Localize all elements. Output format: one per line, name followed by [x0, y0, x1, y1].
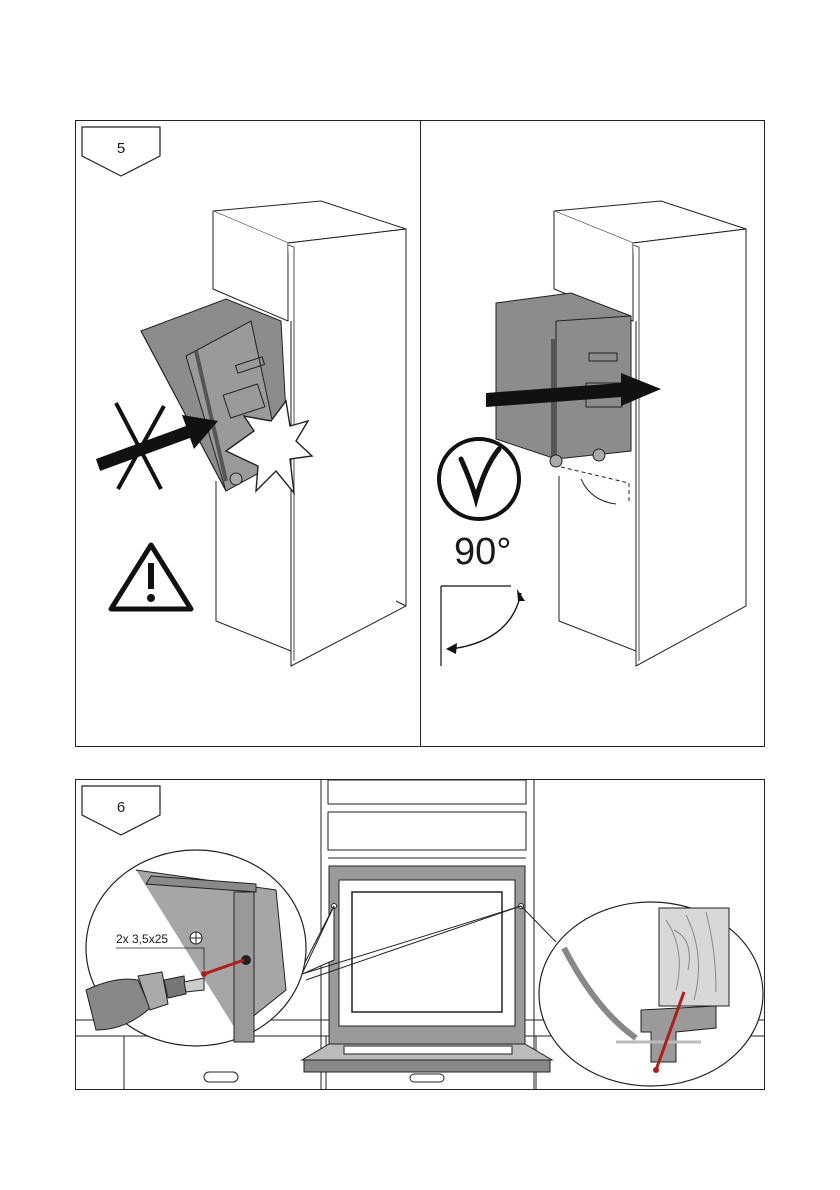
- left-detail-callout: [86, 850, 306, 1046]
- correct-installation-illustration: [421, 121, 765, 746]
- screw-spec-label: 2x 3,5x25: [116, 932, 168, 946]
- screw-fixing-illustration: [76, 780, 764, 1089]
- wrong-installation-illustration: [76, 121, 420, 746]
- angle-90-icon: [441, 586, 525, 666]
- step-badge: 6: [81, 785, 161, 837]
- phillips-head-icon: [190, 932, 202, 944]
- step-6-panel: 6 2x 3,5x25: [75, 779, 765, 1090]
- warning-icon: [111, 545, 191, 609]
- checkmark-icon: [439, 439, 519, 519]
- angle-label: 90°: [454, 531, 511, 574]
- right-detail-callout: [539, 902, 763, 1086]
- step-5-panel: 5: [75, 120, 765, 747]
- step-number: 6: [81, 799, 161, 816]
